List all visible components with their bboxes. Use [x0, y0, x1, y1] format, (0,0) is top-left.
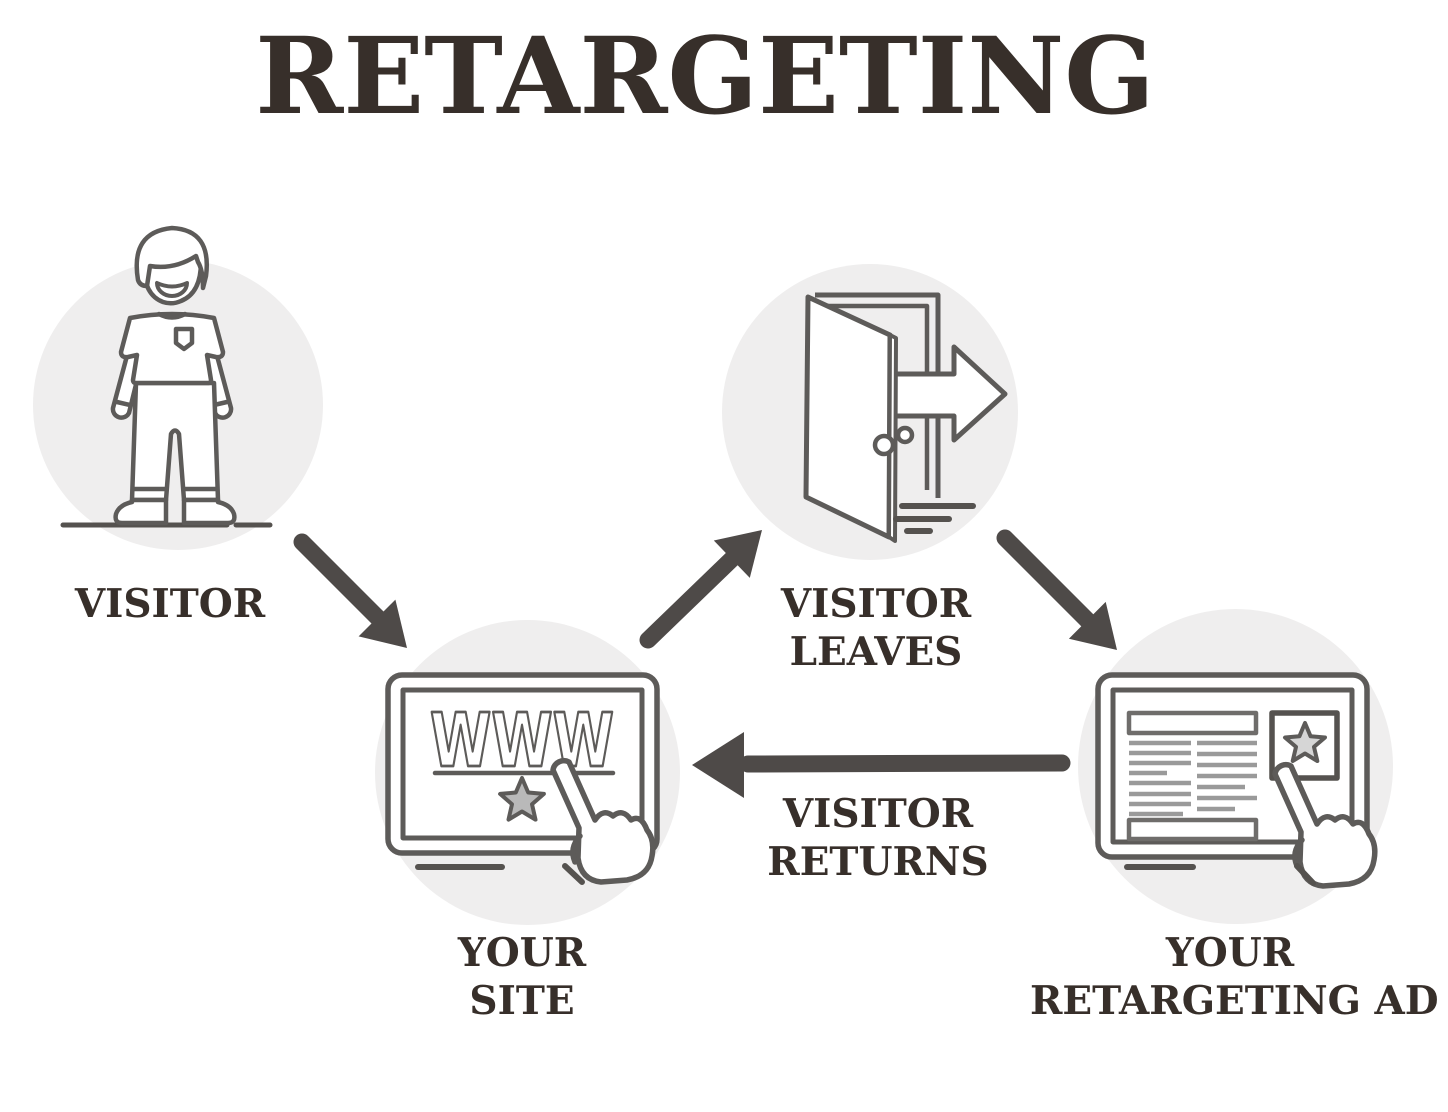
arrow-visitor-to-site	[293, 533, 407, 648]
star-icon	[1283, 721, 1327, 763]
motion-lines	[893, 503, 976, 534]
www-text: WWW	[430, 698, 614, 784]
page-title: RETARGETING	[255, 13, 1155, 138]
door-knob	[872, 433, 896, 457]
page-header-bar	[1126, 710, 1259, 736]
hair	[134, 225, 210, 291]
arrow-site-to-leaves	[639, 530, 762, 649]
door-frame-inner	[822, 303, 930, 490]
tap-motion-line	[1294, 863, 1316, 886]
tap-motion-line	[562, 863, 585, 885]
visitor-label: VISITOR	[74, 581, 266, 627]
smile	[155, 281, 189, 298]
page-text-lines	[1129, 740, 1257, 817]
website-www-click-icon: WWW	[385, 672, 660, 885]
arrow-ad-returns-to-site	[692, 732, 1071, 798]
retargeting-ad-label: YOUR RETARGETING AD	[1030, 930, 1439, 1024]
page-footer-bar	[1126, 817, 1259, 842]
star-icon	[498, 776, 546, 822]
visitor-returns-label: VISITOR RETURNS	[767, 791, 989, 885]
door-frame-outer	[815, 292, 941, 498]
person-icon	[60, 225, 273, 528]
exit-arrow	[890, 344, 1008, 443]
exit-door-arrow-icon	[803, 292, 1008, 543]
visitor-leaves-label: VISITOR LEAVES	[780, 581, 972, 675]
your-site-label: YOUR SITE	[457, 930, 587, 1024]
shirt-pocket	[173, 326, 195, 352]
webpage-ad-click-icon	[1095, 672, 1385, 895]
arrow-leaves-to-ad	[996, 529, 1117, 650]
